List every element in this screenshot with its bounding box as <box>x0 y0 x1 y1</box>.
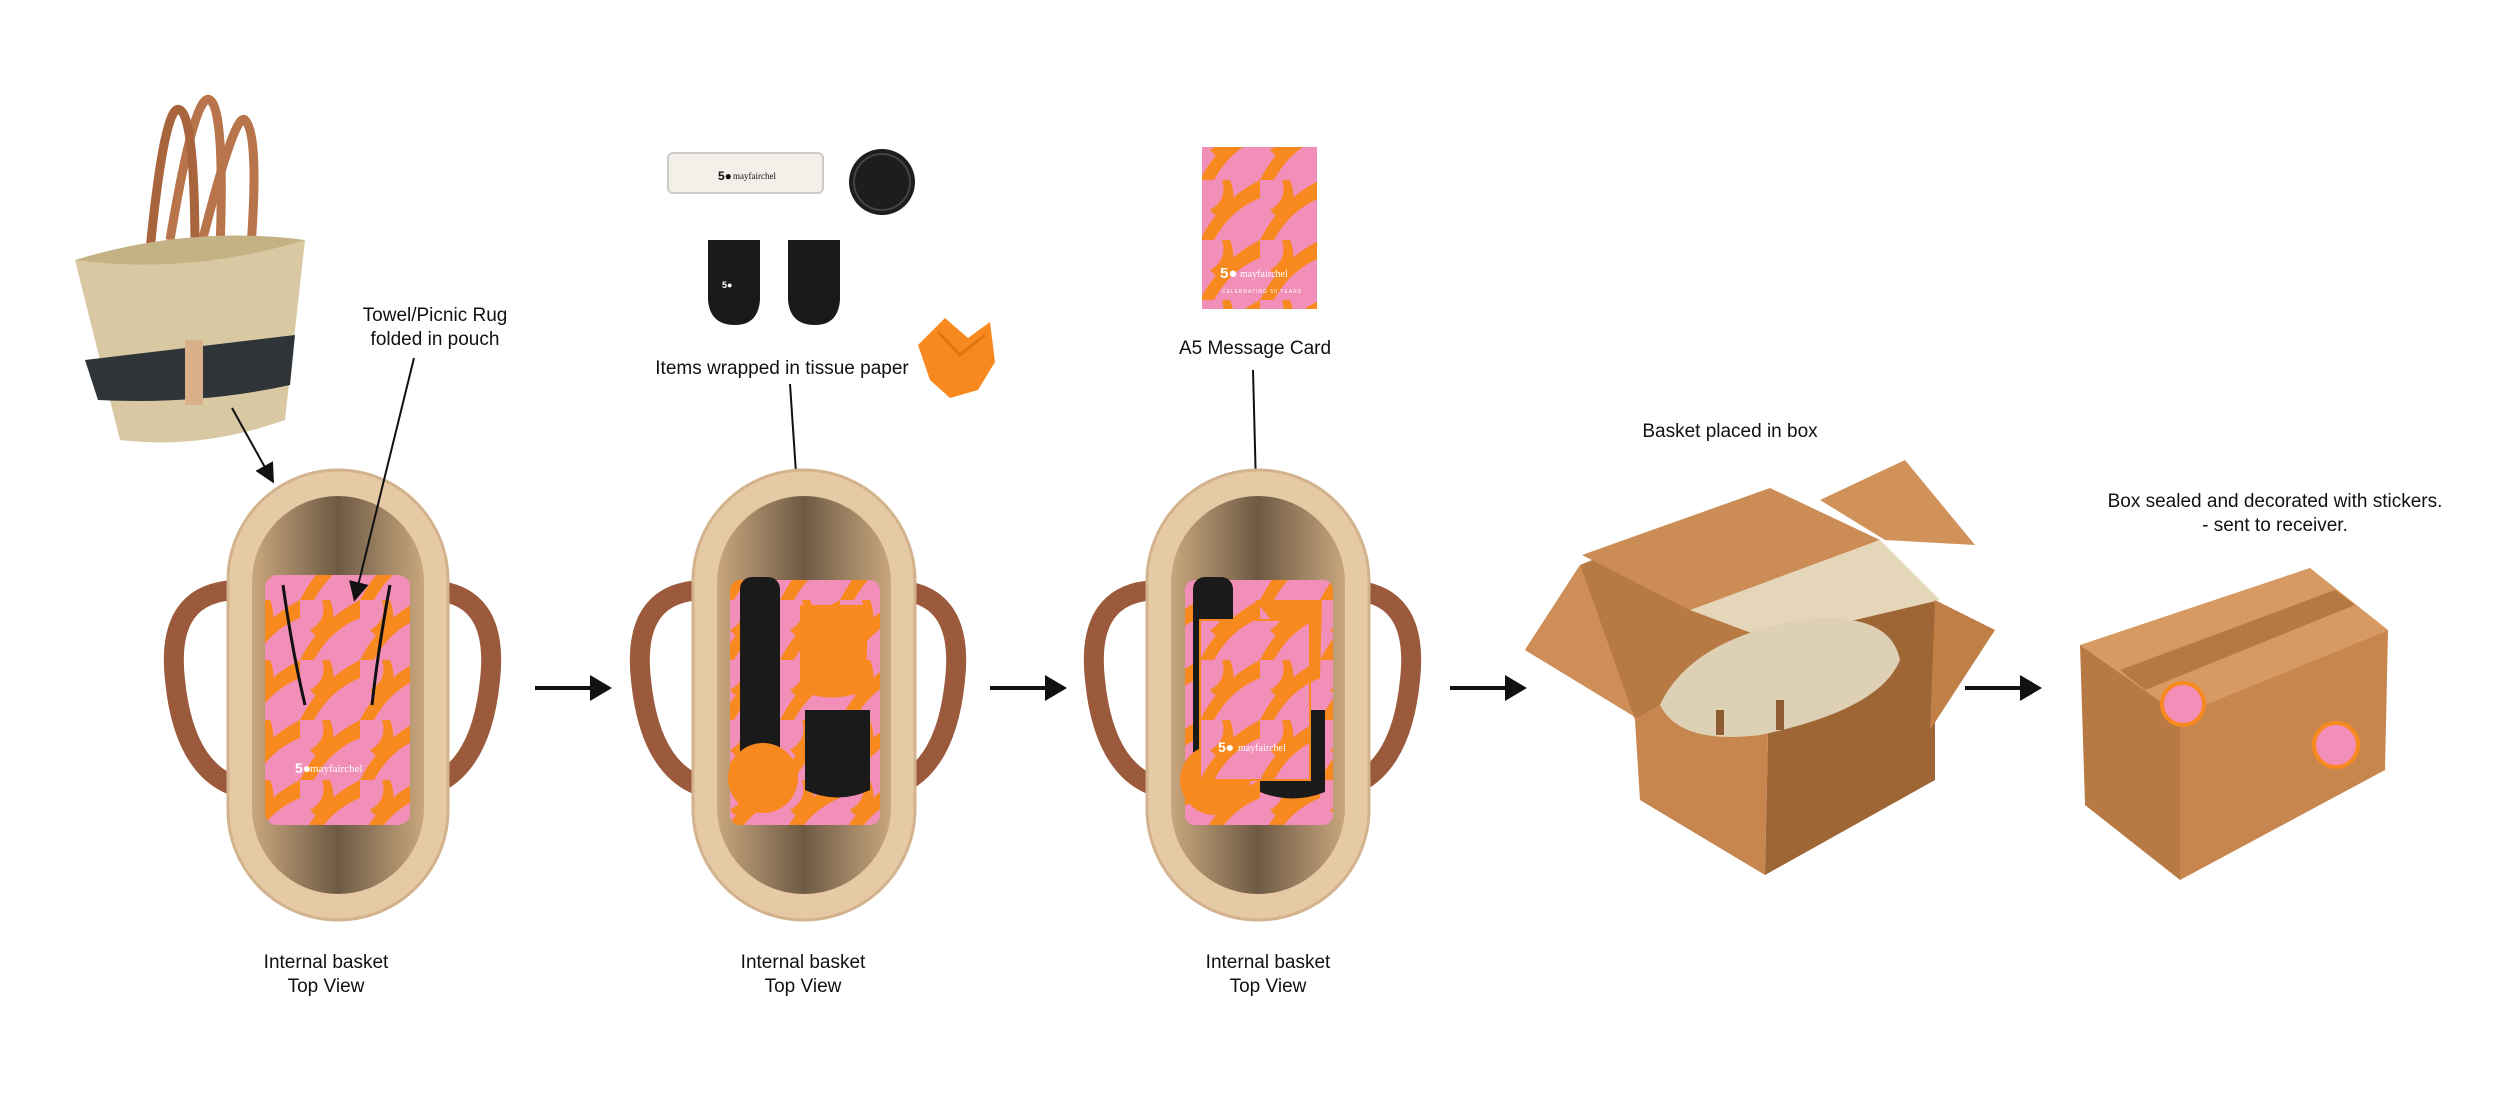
gift-tube <box>667 152 824 194</box>
sealed-cardboard-box <box>2080 568 2388 880</box>
right-arrow-icon <box>990 675 1067 701</box>
a5-message-card: 5● mayfairchel CELEBRATING 50 YEARS <box>1202 147 1317 309</box>
coaster <box>849 149 915 215</box>
card-brand-name: mayfairchel <box>1240 269 1288 280</box>
tumbler-left <box>708 240 760 325</box>
label-internal-basket-1: Internal basket Top View <box>263 952 389 997</box>
woven-basket-bag <box>75 94 305 443</box>
card-brand-logo: 5● <box>1220 265 1237 282</box>
label-box-sealed: Box sealed and decorated with stickers. … <box>2107 491 2443 536</box>
internal-basket-1: mayfairchel 5● <box>163 468 502 922</box>
basket3-card-logo: 5● <box>1218 739 1234 755</box>
tube-brand-logo: 5● <box>718 169 732 183</box>
label-internal-basket-3: Internal basket Top View <box>1205 952 1331 997</box>
towel-pouch: mayfairchel 5● <box>265 575 410 825</box>
open-cardboard-box <box>1525 460 1995 875</box>
sticker-top <box>2160 681 2206 727</box>
label-internal-basket-2: Internal basket Top View <box>740 952 866 997</box>
internal-basket-2 <box>629 468 967 922</box>
label-message-card: A5 Message Card <box>1178 338 1332 359</box>
tube-brand-name: mayfairchel <box>733 171 776 181</box>
tissue-paper <box>918 318 995 398</box>
right-arrow-icon <box>1450 675 1527 701</box>
towel-pointer-arrow <box>349 357 415 602</box>
card-tagline: CELEBRATING 50 YEARS <box>1222 289 1302 295</box>
bag-to-basket-arrow <box>231 407 274 484</box>
right-arrow-icon <box>535 675 612 701</box>
items-group: 5● mayfairchel 5● <box>667 149 995 398</box>
sticker-side <box>2312 721 2360 769</box>
tumbler-right <box>788 240 840 325</box>
label-towel: Towel/Picnic Rug folded in pouch <box>362 305 508 350</box>
label-basket-in-box: Basket placed in box <box>1642 421 1818 442</box>
right-arrow-icon <box>1965 675 2042 701</box>
internal-basket-3: 5● mayfairchel <box>1083 468 1422 922</box>
basket3-card-name: mayfairchel <box>1238 743 1286 754</box>
pouch-brand-logo: 5● <box>295 760 311 776</box>
label-items-wrapped: Items wrapped in tissue paper <box>655 358 909 379</box>
pouch-brand-name: mayfairchel <box>310 763 363 775</box>
tumbler-brand-logo: 5● <box>722 280 732 290</box>
